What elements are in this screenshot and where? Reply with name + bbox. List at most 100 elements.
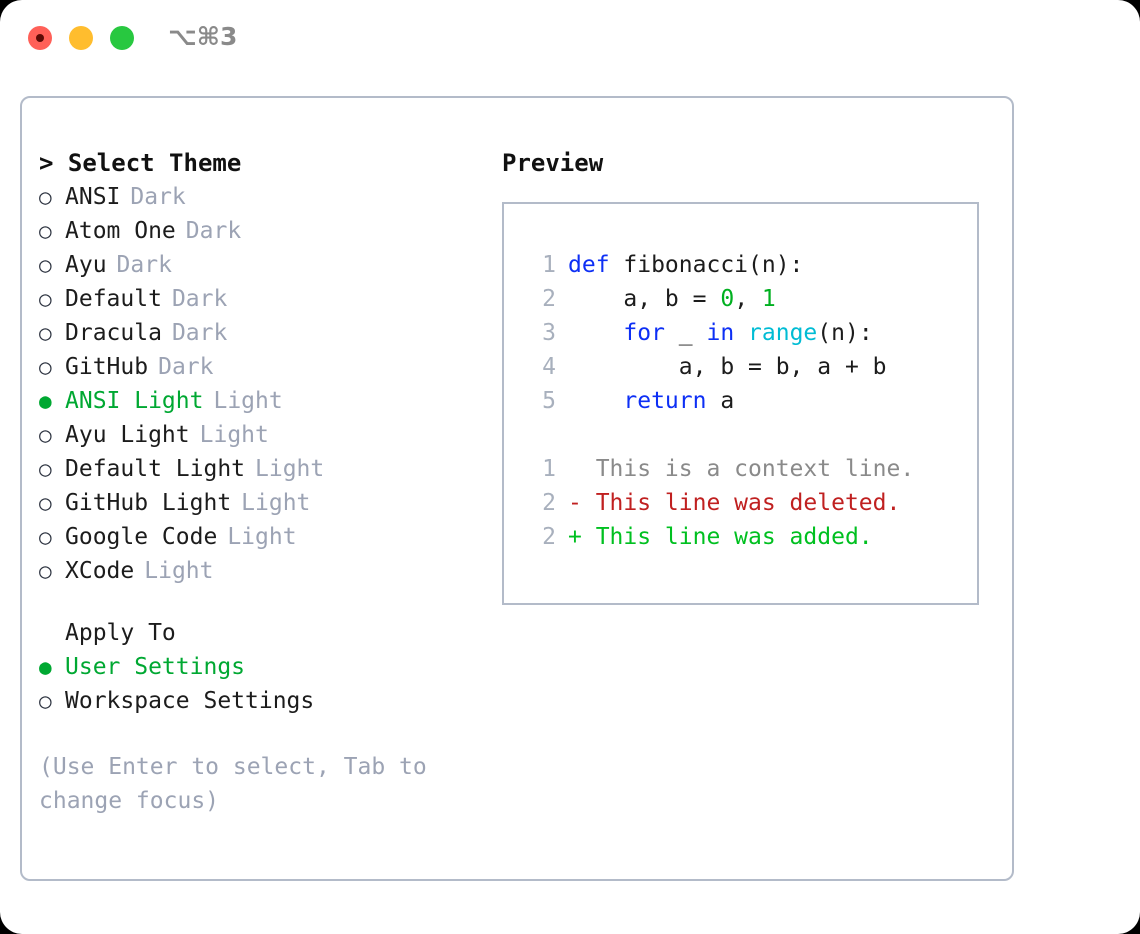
theme-name: Dracula xyxy=(65,320,162,346)
apply-to-label: Apply To xyxy=(65,620,176,646)
select-theme-header: > Select Theme xyxy=(39,149,242,177)
code-line-content: a, b = 0, 1 xyxy=(568,282,776,316)
code-token-kw: def xyxy=(568,252,624,278)
theme-option-default-light[interactable]: ○ Default Light Light xyxy=(39,452,479,486)
radio-unselected-icon[interactable]: ○ xyxy=(39,355,52,379)
code-token-kw: for xyxy=(623,320,665,346)
code-line: 5 return a xyxy=(522,384,977,418)
code-token-plain xyxy=(568,388,623,414)
diff-line-add: 2+ This line was added. xyxy=(522,520,977,554)
code-token-plain: (n): xyxy=(817,320,873,346)
code-token-plain: fibonacci(n): xyxy=(623,252,804,278)
radio-unselected-icon[interactable]: ○ xyxy=(39,689,52,713)
apply-to-list[interactable]: ● User Settings ○Workspace Settings xyxy=(39,650,479,718)
theme-option-github-light[interactable]: ○ GitHub Light Light xyxy=(39,486,479,520)
keyboard-hint-text: (Use Enter to select, Tab to change focu… xyxy=(39,754,441,814)
code-line: 1 def fibonacci(n): xyxy=(522,248,977,282)
theme-variant-tag: Light xyxy=(144,558,214,584)
code-token-plain: , xyxy=(734,286,762,312)
code-line: 4 a, b = b, a + b xyxy=(522,350,977,384)
theme-variant-tag: Dark xyxy=(130,184,186,210)
close-button[interactable] xyxy=(28,26,52,50)
theme-variant-tag: Light xyxy=(241,490,311,516)
radio-unselected-icon[interactable]: ○ xyxy=(39,491,52,515)
code-token-plain: _ xyxy=(664,320,707,346)
theme-variant-tag: Dark xyxy=(171,320,228,346)
theme-variant-tag: Light xyxy=(255,456,325,482)
theme-variant-tag: Dark xyxy=(171,286,228,312)
diff-line-number: 2 xyxy=(542,524,556,550)
radio-unselected-icon[interactable]: ○ xyxy=(39,253,52,277)
code-token-num: 1 xyxy=(761,286,776,312)
radio-unselected-icon[interactable]: ○ xyxy=(39,219,52,243)
keyboard-shortcut-label: ⌥⌘3 xyxy=(168,22,238,51)
code-line: 2 a, b = 0, 1 xyxy=(522,282,977,316)
theme-name: Ayu xyxy=(65,252,107,278)
theme-option-xcode[interactable]: ○ XCode Light xyxy=(39,554,479,588)
radio-unselected-icon[interactable]: ○ xyxy=(39,287,52,311)
radio-unselected-icon[interactable]: ○ xyxy=(39,559,52,583)
code-token-num: 0 xyxy=(720,286,735,312)
apply-to-option-workspace-settings[interactable]: ○Workspace Settings xyxy=(39,684,479,718)
code-token-plain: a, b = b, a + b xyxy=(568,354,887,380)
theme-name: XCode xyxy=(65,558,135,584)
code-token-plain xyxy=(734,320,748,346)
theme-name: Default xyxy=(65,286,162,312)
code-line-number: 1 xyxy=(542,252,556,278)
radio-unselected-icon[interactable]: ○ xyxy=(39,423,52,447)
radio-unselected-icon[interactable]: ○ xyxy=(39,321,52,345)
theme-name: GitHub Light xyxy=(65,490,232,516)
code-token-plain: a xyxy=(706,388,735,414)
radio-selected-icon[interactable]: ● xyxy=(39,655,52,679)
diff-line-number: 1 xyxy=(542,456,556,482)
window-controls xyxy=(28,26,134,50)
theme-variant-tag: Light xyxy=(227,524,297,550)
theme-option-ansi[interactable]: ○ ANSI Dark xyxy=(39,180,479,214)
theme-option-google-code[interactable]: ○ Google Code Light xyxy=(39,520,479,554)
code-token-plain xyxy=(568,320,623,346)
code-line-number: 3 xyxy=(542,320,556,346)
minimize-button[interactable] xyxy=(69,26,93,50)
radio-unselected-icon[interactable]: ○ xyxy=(39,525,52,549)
theme-name: ANSI xyxy=(65,184,121,210)
theme-name: Default Light xyxy=(65,456,246,482)
code-line-number: 5 xyxy=(542,388,556,414)
apply-to-name: User Settings xyxy=(65,654,246,680)
maximize-button[interactable] xyxy=(110,26,134,50)
apply-to-option-user-settings[interactable]: ● User Settings xyxy=(39,650,479,684)
diff-line-del: 2- This line was deleted. xyxy=(522,486,977,520)
code-line-content: for _ in range(n): xyxy=(568,316,873,350)
code-line-content: def fibonacci(n): xyxy=(568,248,803,282)
theme-name: Google Code xyxy=(65,524,218,550)
theme-name: Ayu Light xyxy=(65,422,190,448)
radio-unselected-icon[interactable]: ○ xyxy=(39,457,52,481)
radio-unselected-icon[interactable]: ○ xyxy=(39,185,52,209)
code-line-number: 4 xyxy=(542,354,556,380)
code-token-kw: in xyxy=(706,320,735,346)
code-line-content: a, b = b, a + b xyxy=(568,350,887,384)
diff-sample: 1 This is a context line.2- This line wa… xyxy=(522,452,977,554)
code-token-kw: return xyxy=(623,388,707,414)
diff-line-ctx: 1 This is a context line. xyxy=(522,452,977,486)
theme-variant-tag: Dark xyxy=(158,354,214,380)
radio-selected-icon[interactable]: ● xyxy=(39,389,52,413)
theme-option-default[interactable]: ○ Default Dark xyxy=(39,282,479,316)
theme-option-dracula[interactable]: ○ Dracula Dark xyxy=(39,316,479,350)
code-line-content: return a xyxy=(568,384,734,418)
code-diff-separator xyxy=(522,418,977,452)
theme-variant-tag: Dark xyxy=(116,252,172,278)
code-line: 3 for _ in range(n): xyxy=(522,316,977,350)
theme-variant-tag: Dark xyxy=(185,218,242,244)
code-line-number: 2 xyxy=(542,286,556,312)
theme-option-ayu[interactable]: ○ Ayu Dark xyxy=(39,248,479,282)
title-bar: ⌥⌘3 xyxy=(0,0,1140,78)
